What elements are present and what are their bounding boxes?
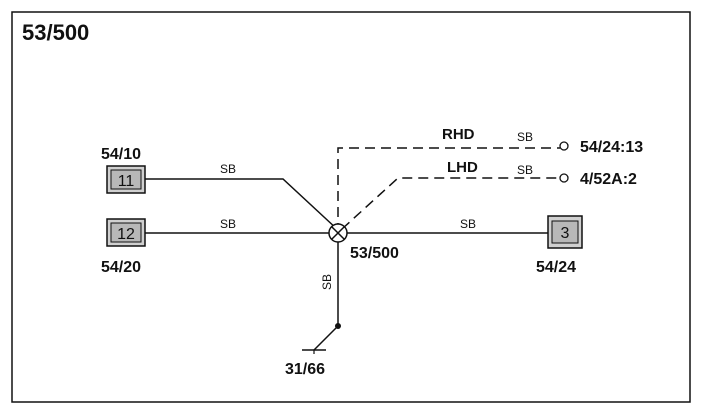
wire-12-color: SB <box>220 217 236 231</box>
diagram-frame <box>11 11 691 403</box>
wire-rhd <box>337 147 560 233</box>
splice-icon <box>328 223 348 243</box>
wire-lhd <box>341 177 560 230</box>
diagram-title: 53/500 <box>22 20 89 45</box>
connector-12-pin: 12 <box>117 226 135 243</box>
lhd-terminal <box>559 173 569 183</box>
rhd-target: 54/24:13 <box>580 139 643 156</box>
wire-11-color: SB <box>220 162 236 176</box>
wire-3-color: SB <box>460 217 476 231</box>
connector-12: 12 <box>106 218 146 247</box>
connector-11-pin: 11 <box>118 173 135 190</box>
rhd-wire-color: SB <box>517 130 533 144</box>
connector-11: 11 <box>106 165 146 194</box>
connector-3-ref: 54/24 <box>536 259 576 276</box>
lhd-target: 4/52A:2 <box>580 171 637 188</box>
connector-11-ref: 54/10 <box>101 146 141 163</box>
lhd-wire-color: SB <box>517 163 533 177</box>
lhd-label: LHD <box>447 159 478 176</box>
wire-ground-color: SB <box>320 274 334 290</box>
connector-12-ref: 54/20 <box>101 259 141 276</box>
rhd-label: RHD <box>442 126 475 143</box>
wire-11 <box>145 178 339 231</box>
splice-label: 53/500 <box>350 245 399 262</box>
rhd-terminal <box>559 141 569 151</box>
ground-switch-lever <box>313 325 339 351</box>
connector-3-pin: 3 <box>561 225 570 242</box>
connector-3: 3 <box>547 215 583 249</box>
ground-label: 31/66 <box>285 361 325 378</box>
